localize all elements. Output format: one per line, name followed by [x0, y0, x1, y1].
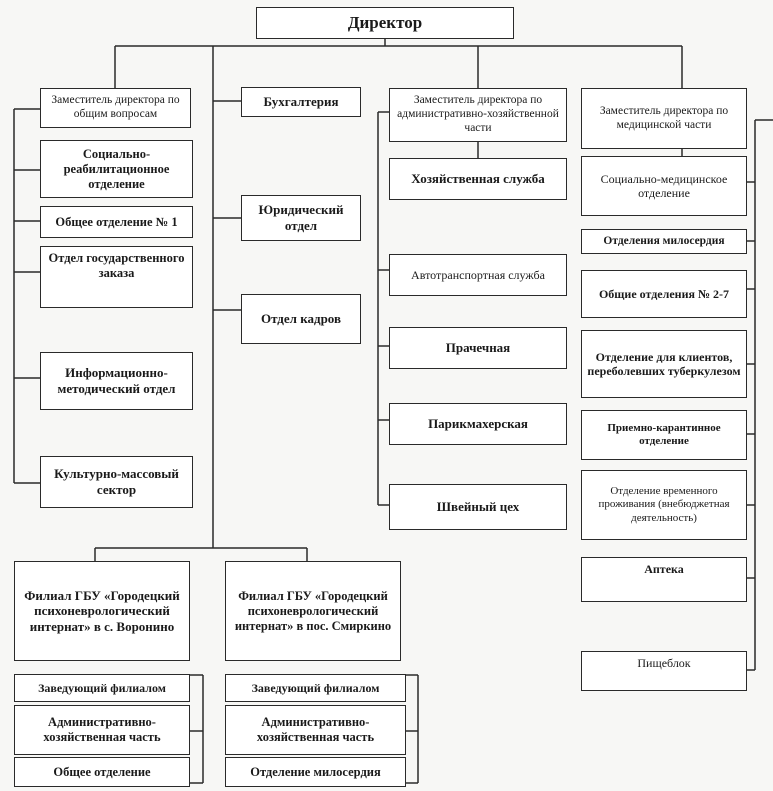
unit-barber: Парикмахерская: [389, 403, 567, 445]
unit-accounting: Бухгалтерия: [241, 87, 361, 117]
unit-temporary-stay: Отделение временного проживания (внебюдж…: [581, 470, 747, 540]
deputy-general-title: Заместитель директора по общим вопросам: [51, 94, 180, 120]
unit-general-dept-1: Общее отделение № 1: [40, 206, 193, 238]
unit-pharmacy: Аптека: [581, 557, 747, 602]
deputy-medical-box: Заместитель директора по медицинской час…: [581, 88, 747, 149]
unit-state-order: Отдел государственного заказа: [40, 246, 193, 308]
unit-hr: Отдел кадров: [241, 294, 361, 344]
unit-food-unit: Пищеблок: [581, 651, 747, 691]
director-box: Директор: [256, 7, 514, 39]
deputy-medical-title: Заместитель директора по медицинской час…: [599, 104, 729, 131]
branch-smirkino-box: Филиал ГБУ «Городецкий психоневрологичес…: [225, 561, 401, 661]
unit-cultural: Культурно-массовый сектор: [40, 456, 193, 508]
unit-quarantine: Приемно-карантинное отделение: [581, 410, 747, 460]
branch-voronino-general: Общее отделение: [14, 757, 190, 787]
unit-mercy-depts: Отделения милосердия: [581, 229, 747, 254]
branch-voronino-title: Филиал ГБУ «Городецкий психоневрологичес…: [24, 587, 180, 634]
unit-info-method: Информационно-методический отдел: [40, 352, 193, 410]
branch-smirkino-title: Филиал ГБУ «Городецкий психоневрологичес…: [234, 588, 392, 633]
unit-household: Хозяйственная служба: [389, 158, 567, 200]
director-label: Директор: [347, 12, 423, 32]
deputy-admin-box: Заместитель директора по административно…: [389, 88, 567, 142]
unit-sewing: Швейный цех: [389, 484, 567, 530]
unit-general-depts-2-7: Общие отделения № 2-7: [581, 270, 747, 318]
branch-voronino-head: Заведующий филиалом: [14, 674, 190, 702]
unit-social-medical: Социально-медицинское отделение: [581, 156, 747, 216]
unit-social-rehab: Социально-реабилитационное отделение: [40, 140, 193, 198]
deputy-admin-title: Заместитель директора по административно…: [397, 94, 559, 134]
branch-smirkino-head: Заведующий филиалом: [225, 674, 406, 702]
unit-tuberculosis: Отделение для клиентов, переболевших туб…: [581, 330, 747, 398]
branch-voronino-box: Филиал ГБУ «Городецкий психоневрологичес…: [14, 561, 190, 661]
unit-motor-transport: Автотранспортная служба: [389, 254, 567, 296]
branch-smirkino-admin: Административно-хозяйственная часть: [225, 705, 406, 755]
unit-legal: Юридический отдел: [241, 195, 361, 241]
branch-voronino-admin: Административно-хозяйственная часть: [14, 705, 190, 755]
deputy-general-box: Заместитель директора по общим вопросам: [40, 88, 191, 128]
branch-smirkino-mercy: Отделение милосердия: [225, 757, 406, 787]
unit-laundry: Прачечная: [389, 327, 567, 369]
